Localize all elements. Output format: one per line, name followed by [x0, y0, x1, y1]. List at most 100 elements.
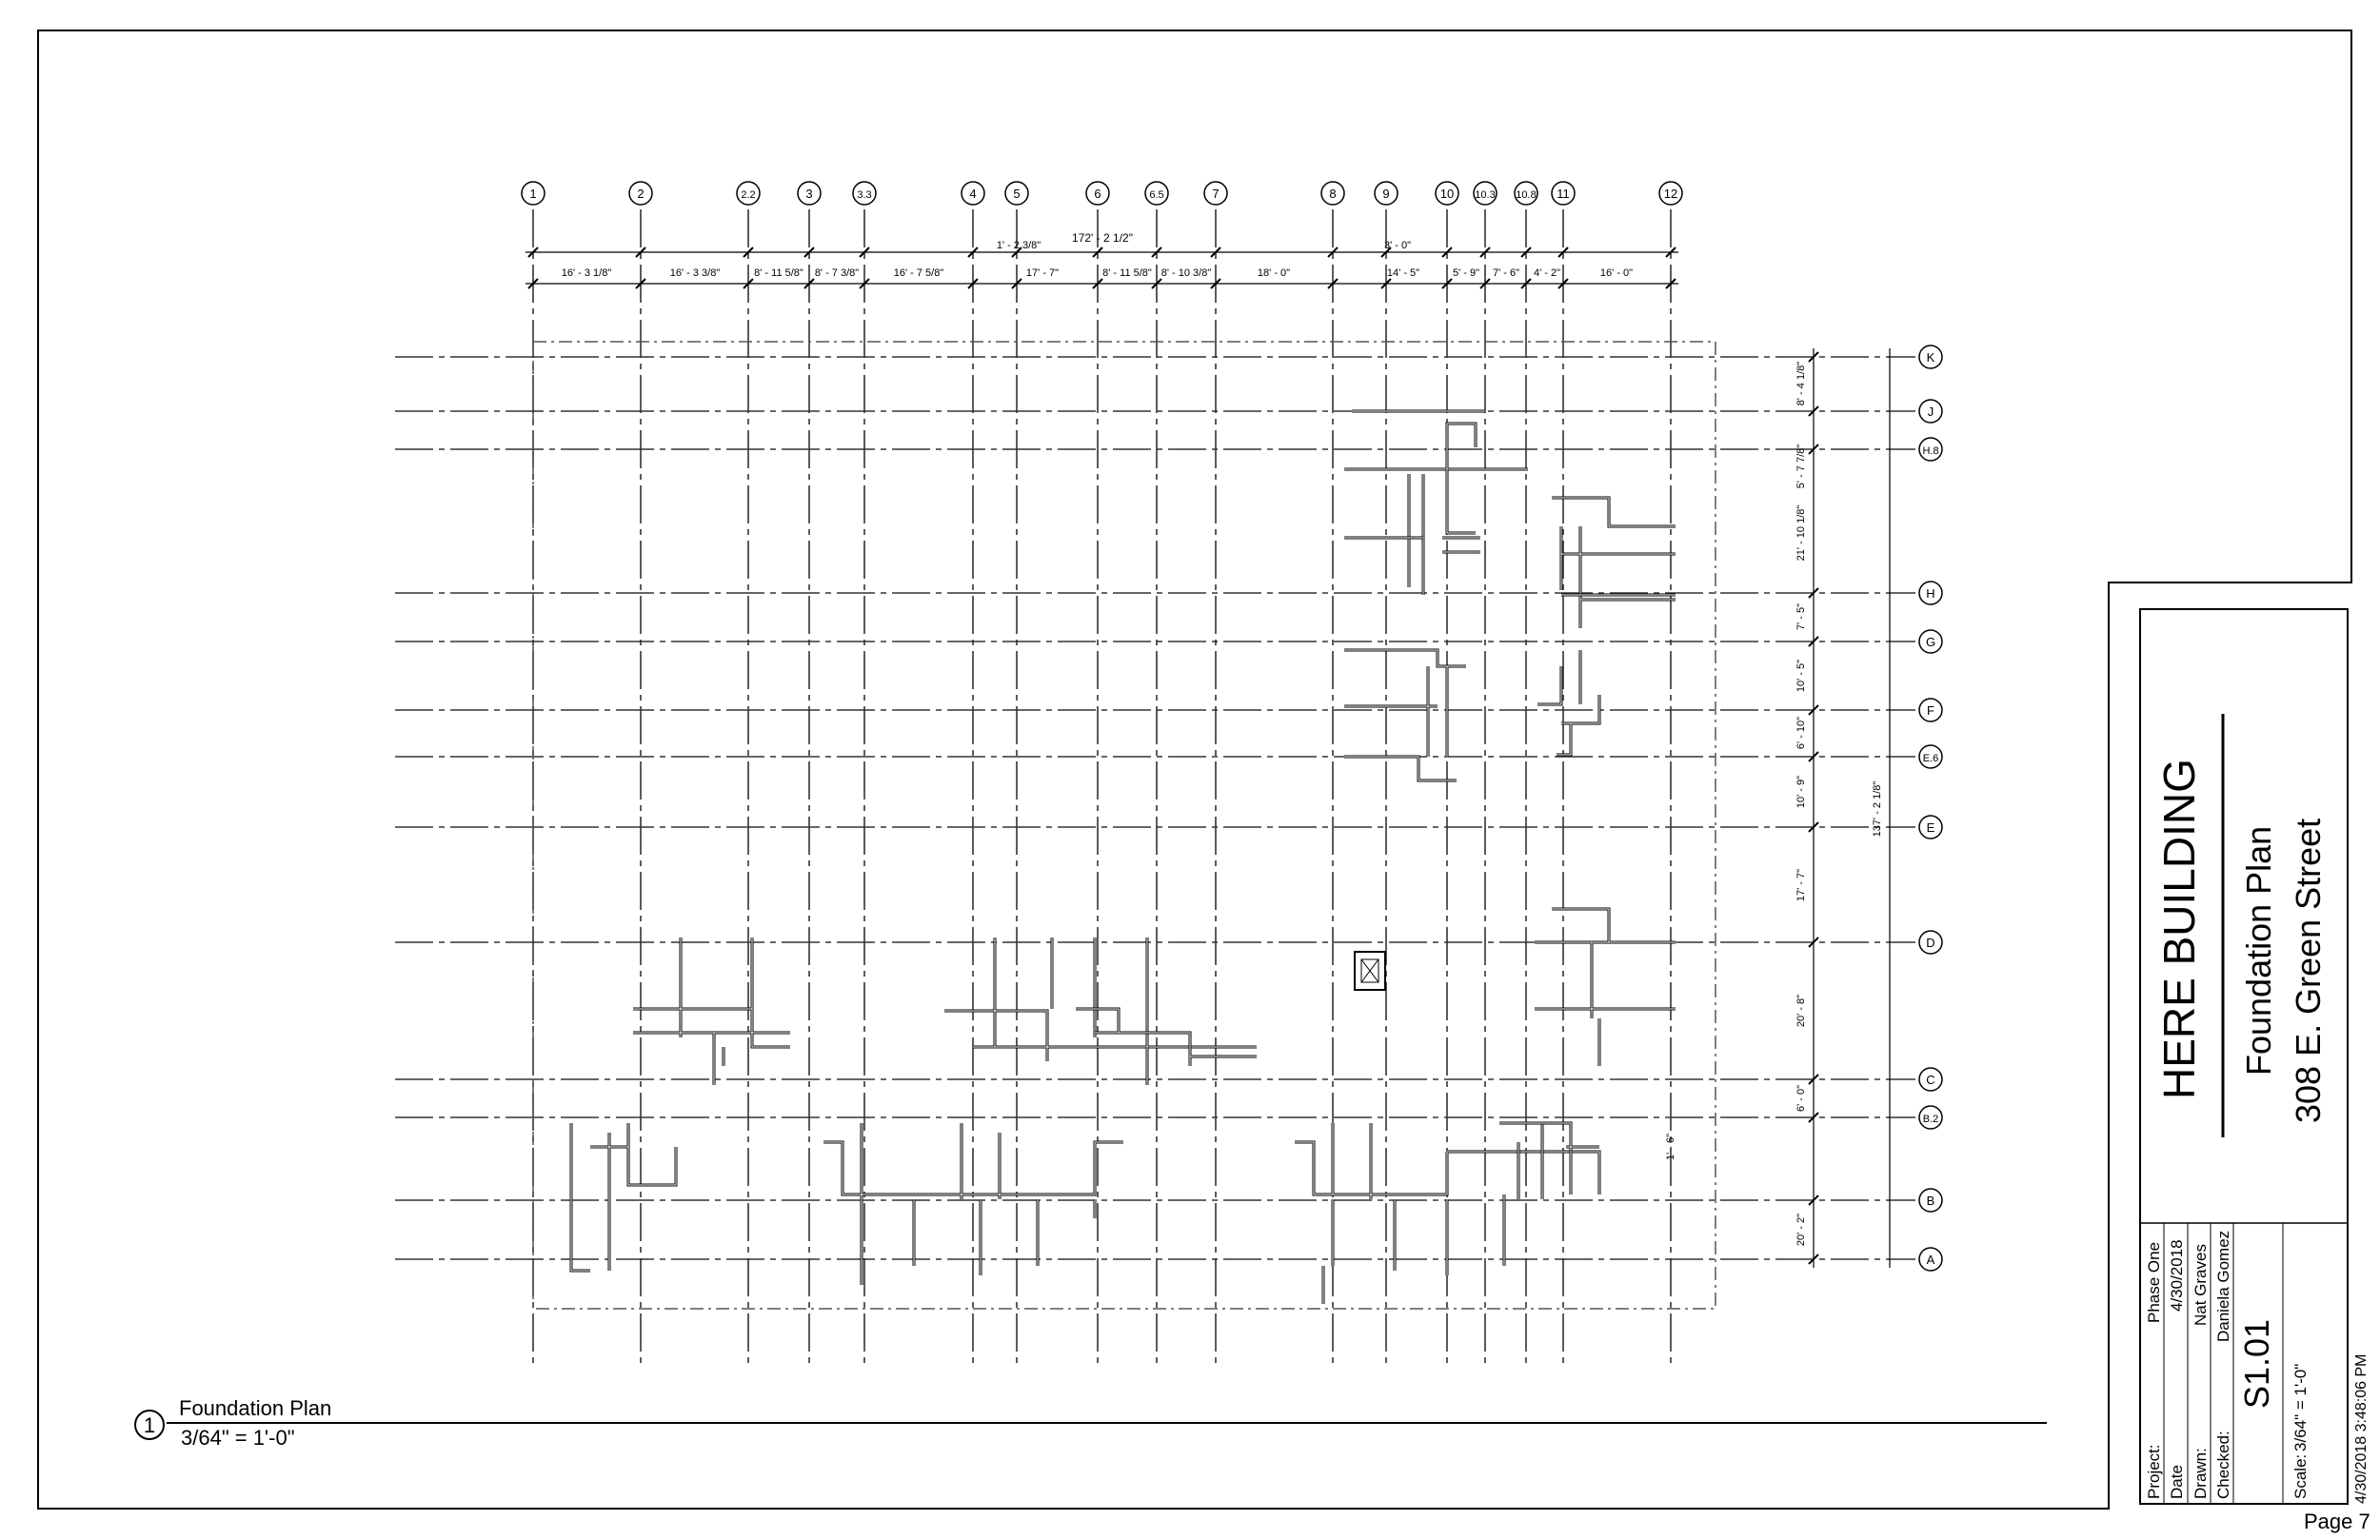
grid-bubble — [1918, 1247, 1943, 1272]
dimension-text: 17' - 7" — [1026, 267, 1059, 279]
grid-bubble — [1004, 181, 1029, 206]
grid-bubble — [1374, 181, 1398, 206]
dimension-text: 137' - 2 1/8" — [1872, 781, 1883, 838]
dimension-text: 1' - 6" — [1665, 1134, 1676, 1160]
grid-bubble — [1320, 181, 1345, 206]
dimension-tick — [1327, 278, 1339, 289]
dimension-text: 8' - 4 1/8" — [1795, 362, 1807, 405]
wall-core — [861, 1199, 1096, 1285]
dimension-text: 18' - 0" — [1258, 267, 1290, 279]
dimension-tick — [967, 247, 979, 258]
grid-label: H — [1926, 586, 1934, 601]
view-number: 1 — [144, 1413, 155, 1437]
drawing-title: Foundation Plan — [2239, 826, 2278, 1076]
grid-label: 3 — [805, 187, 812, 201]
grid-label: 10.8 — [1516, 189, 1536, 201]
foundation-wall — [569, 1123, 678, 1273]
dimension-text: 10' - 9" — [1795, 776, 1807, 808]
grid-label: 12 — [1664, 187, 1677, 201]
dimension-tick — [1380, 278, 1392, 289]
checked-label: Checked: — [2214, 1431, 2232, 1499]
dimension-text: 172' - 2 1/2" — [1072, 231, 1133, 245]
foundation-wall — [1331, 1123, 1544, 1275]
dimension-tick — [967, 278, 979, 289]
grid-label: 9 — [1382, 187, 1389, 201]
dimension-text: 7' - 5" — [1795, 603, 1807, 630]
dimension-tick — [1151, 278, 1162, 289]
dimension-tick — [803, 247, 815, 258]
view-scale: 3/64" = 1'-0" — [181, 1426, 295, 1450]
foundation-wall — [1344, 648, 1466, 782]
grid-label: 7 — [1212, 187, 1219, 201]
grid-bubble — [1085, 181, 1110, 206]
dimension-tick — [1808, 405, 1819, 417]
grid-label: 8 — [1329, 187, 1336, 201]
dimension-tick — [1808, 937, 1819, 948]
date-value: 4/30/2018 — [2168, 1239, 2186, 1312]
sheet-number: S1.01 — [2237, 1319, 2276, 1409]
grid-label: A — [1927, 1253, 1935, 1267]
foundation-wall — [1537, 593, 1676, 757]
wall-core — [570, 1123, 677, 1272]
grid-bubble — [1918, 744, 1943, 769]
dimension-tick — [1808, 751, 1819, 762]
dimension-tick — [1808, 704, 1819, 716]
dimension-tick — [1808, 1112, 1819, 1123]
dimension-tick — [1808, 351, 1819, 363]
drawn-label: Drawn: — [2192, 1448, 2210, 1499]
date-label: Date — [2168, 1465, 2186, 1499]
grid-bubble — [736, 181, 761, 206]
wall-core — [823, 1123, 1123, 1199]
dimension-tick — [1441, 247, 1453, 258]
dimension-tick — [1808, 1254, 1819, 1265]
dimension-text: 16' - 3 1/8" — [562, 267, 612, 279]
dimension-text: 8' - 11 5/8" — [1102, 267, 1152, 279]
wall-core — [1322, 1122, 1599, 1304]
dimension-tick — [1092, 247, 1103, 258]
dimension-text: 5' - 9" — [1453, 267, 1479, 279]
dimension-tick — [1210, 247, 1221, 258]
pile-cap-inner — [1360, 958, 1379, 983]
grid-label: B — [1927, 1194, 1935, 1208]
wall-core — [1076, 1008, 1257, 1085]
address: 308 E. Green Street — [2289, 819, 2328, 1123]
grid-label: 1 — [529, 187, 536, 201]
sheet-border — [37, 30, 2352, 1510]
wall-core — [1344, 649, 1466, 781]
dimension-tick — [1808, 1194, 1819, 1206]
building-name: HERE BUILDING — [2154, 759, 2204, 1099]
wall-core — [944, 938, 1257, 1061]
view-title: 1 Foundation Plan 3/64" = 1'-0" — [134, 1396, 2047, 1450]
grid-label: 2.2 — [741, 189, 755, 201]
dimension-tick — [1479, 247, 1491, 258]
grid-label: 6 — [1094, 187, 1101, 201]
grid-bubble — [1918, 581, 1943, 605]
foundation-wall — [1344, 469, 1480, 554]
dimension-tick — [743, 278, 754, 289]
wall-core — [1295, 1123, 1600, 1199]
dimension-text: 20' - 2" — [1795, 1214, 1807, 1246]
wall-core — [1552, 497, 1676, 628]
scale-value: 3/64" = 1'-0" — [2291, 1364, 2310, 1451]
dimension-text: 5' - 7 7/8" — [1795, 444, 1807, 488]
dimension-text: 21' - 10 1/8" — [1795, 505, 1807, 562]
dimension-tick — [1808, 444, 1819, 455]
dimension-text: 3' - 0" — [1384, 240, 1411, 251]
dimension-tick — [1520, 278, 1532, 289]
grid-bubble — [1144, 181, 1169, 206]
dimension-tick — [1808, 1074, 1819, 1085]
grid-bubble — [1918, 1105, 1943, 1130]
grid-bubble — [1918, 1188, 1943, 1213]
page-number: Page 7 — [2304, 1510, 2370, 1533]
dimension-text: 8' - 10 3/8" — [1161, 267, 1212, 279]
foundation-wall — [944, 938, 1257, 1061]
dimension-tick — [1011, 247, 1022, 258]
plot-timestamp: 4/30/2018 3:48:06 PM — [2353, 1354, 2370, 1504]
pile-cap-cross — [1360, 958, 1379, 983]
grid-bubble — [1918, 437, 1943, 462]
dimension-tick — [1011, 278, 1022, 289]
building-outline — [532, 341, 1716, 1310]
foundation-wall — [1535, 907, 1676, 1066]
